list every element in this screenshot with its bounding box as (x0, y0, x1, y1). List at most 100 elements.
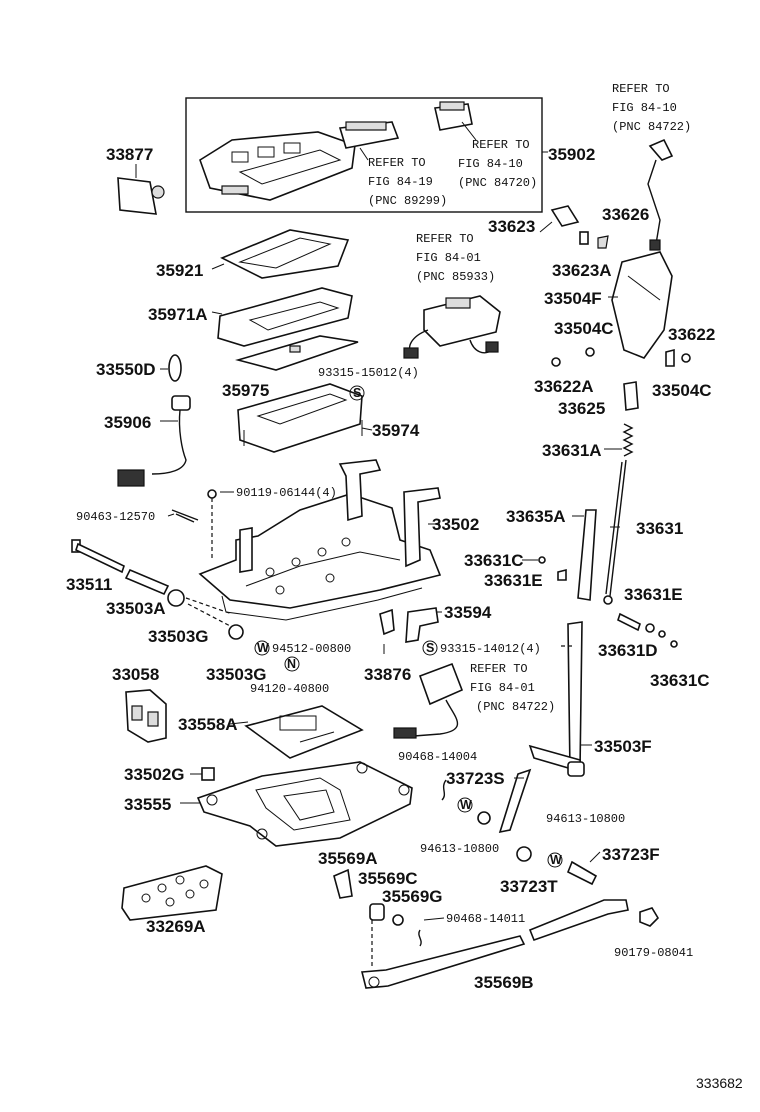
label-33504C-b: 33504C (652, 381, 712, 400)
console-panel-group (185, 97, 548, 213)
label-33723S: 33723S (446, 769, 505, 788)
console-trim-panel (199, 131, 356, 201)
label-33631D: 33631D (598, 641, 658, 660)
clip-90468-14004 (441, 779, 447, 801)
refer-84-19-line3: (PNC 89299) (368, 194, 447, 208)
refer-84-10-console-line1: REFER TO (472, 138, 530, 152)
diagram-id: 333682 (696, 1075, 743, 1091)
bracket-35974-group (237, 383, 373, 453)
base-side-bracket (403, 487, 441, 568)
label-90468-14011: 90468-14011 (446, 912, 525, 926)
spring-33631A (622, 423, 634, 457)
label-33555: 33555 (124, 795, 171, 814)
switch-module-85933 (403, 295, 501, 359)
label-90468-14004: 90468-14004 (398, 750, 477, 764)
screw-s-glyph-2: S (353, 386, 361, 400)
label-35569B: 35569B (474, 973, 534, 992)
bolt-90119 (207, 489, 217, 560)
indicator-35921-group (211, 229, 350, 279)
indicator-housing (237, 383, 363, 453)
clip-33876 (379, 608, 395, 636)
plate-33558A (244, 705, 364, 759)
cover-plate (235, 335, 359, 371)
label-33594: 33594 (444, 603, 492, 622)
refer-84-01-lower-line2: FIG 84-01 (470, 681, 535, 695)
part-33550D (168, 354, 182, 382)
label-35921: 35921 (156, 261, 203, 280)
label-33558A: 33558A (178, 715, 238, 734)
refer-84-01-lower-line1: REFER TO (470, 662, 528, 676)
refer-84-10-top-line1: REFER TO (612, 82, 670, 96)
label-33502G: 33502G (124, 765, 185, 784)
label-35902: 35902 (548, 145, 595, 164)
nut-n-glyph: N (287, 657, 296, 671)
refer-84-01-upper-line2: FIG 84-01 (416, 251, 481, 265)
label-33623: 33623 (488, 217, 535, 236)
label-33626: 33626 (602, 205, 649, 224)
refer-84-10-console-line3: (PNC 84720) (458, 176, 537, 190)
label-33623A: 33623A (552, 261, 612, 280)
label-33269A: 33269A (146, 917, 206, 936)
label-94120-40800: 94120-40800 (250, 682, 329, 696)
label-33503A: 33503A (106, 599, 166, 618)
label-90179-08041: 90179-08041 (614, 946, 693, 960)
shift-base-33502 (198, 459, 442, 621)
washer-w-glyph-3: W (550, 853, 562, 867)
label-90119-06144: 90119-06144(4) (236, 486, 337, 500)
label-33550D: 33550D (96, 360, 156, 379)
label-33631C-b: 33631C (650, 671, 710, 690)
label-93315-15012: 93315-15012(4) (318, 366, 419, 380)
bolt-33511 (71, 539, 125, 574)
label-33622A: 33622A (534, 377, 594, 396)
part-33058 (125, 689, 167, 743)
shift-lever-group (477, 138, 691, 886)
part-33877-group (117, 164, 165, 215)
refer-notes: REFER TO FIG 84-10 (PNC 84722) REFER TO … (368, 82, 691, 714)
leader-lines (160, 221, 622, 921)
label-33631E-b: 33631E (624, 585, 683, 604)
shift-indicator (220, 229, 350, 279)
label-35569A: 35569A (318, 849, 378, 868)
refer-84-10-top-line2: FIG 84-10 (612, 101, 677, 115)
label-35569C: 35569C (358, 869, 418, 888)
label-35906: 35906 (104, 413, 151, 432)
label-33622: 33622 (668, 325, 715, 344)
label-33876: 33876 (364, 665, 411, 684)
shift-knob (611, 251, 673, 359)
washer-w-glyph: W (257, 641, 269, 655)
nut-symbol-94120: N (284, 656, 300, 672)
refer-84-19-line2: FIG 84-19 (368, 175, 433, 189)
screw-s-glyph: S (426, 641, 434, 655)
label-33504F: 33504F (544, 289, 602, 308)
plate-35975-group (235, 335, 359, 371)
label-33723F: 33723F (602, 845, 660, 864)
base-upright (338, 459, 382, 522)
label-33503G-a: 33503G (148, 627, 209, 646)
washer-symbol-94613-a: W (457, 797, 473, 813)
shift-lever (567, 621, 583, 773)
bushing-33503G (228, 624, 244, 640)
label-33635A: 33635A (506, 507, 566, 526)
refer-84-01-lower-line3: (PNC 84722) (476, 700, 555, 714)
nut-90179 (639, 907, 660, 927)
label-33504C-a: 33504C (554, 319, 614, 338)
gasket-33555 (196, 761, 413, 847)
label-33631A: 33631A (542, 441, 602, 460)
refer-84-01-upper-line3: (PNC 85933) (416, 270, 495, 284)
label-33877: 33877 (106, 145, 153, 164)
label-93315-14012: 93315-14012(4) (440, 642, 541, 656)
washer-symbol-94613-b: W (547, 852, 563, 868)
label-35974: 35974 (372, 421, 420, 440)
label-33503F: 33503F (594, 737, 652, 756)
refer-84-10-console-line2: FIG 84-10 (458, 157, 523, 171)
label-35975: 35975 (222, 381, 269, 400)
label-33631: 33631 (636, 519, 683, 538)
part-labels: 33877 35902 35921 35971A 33550D 35975 93… (66, 145, 743, 1091)
console-reference-box (185, 97, 543, 213)
refer-84-19-line1: REFER TO (368, 156, 426, 170)
bushing-33503A (124, 568, 235, 629)
label-33631E-a: 33631E (484, 571, 543, 590)
part-33502G (201, 767, 215, 781)
label-33631C-a: 33631C (464, 551, 524, 570)
